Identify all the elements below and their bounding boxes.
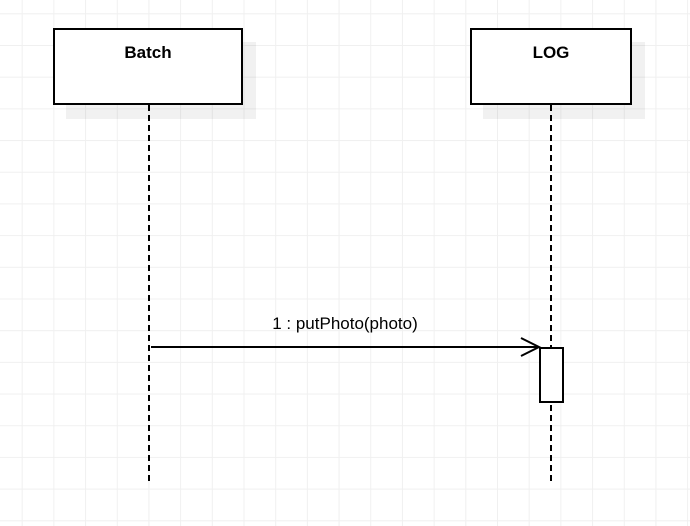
lifeline-batch[interactable] (148, 105, 150, 485)
open-arrowhead-icon (520, 337, 542, 357)
activation-bar[interactable] (539, 347, 564, 403)
actor-batch-label: Batch (124, 43, 172, 62)
lifeline-log[interactable] (550, 105, 552, 485)
actor-log[interactable]: LOG (470, 28, 632, 105)
actor-log-label: LOG (532, 43, 570, 62)
message-label[interactable]: 1 : putPhoto(photo) (272, 314, 418, 333)
actor-batch[interactable]: Batch (53, 28, 243, 105)
